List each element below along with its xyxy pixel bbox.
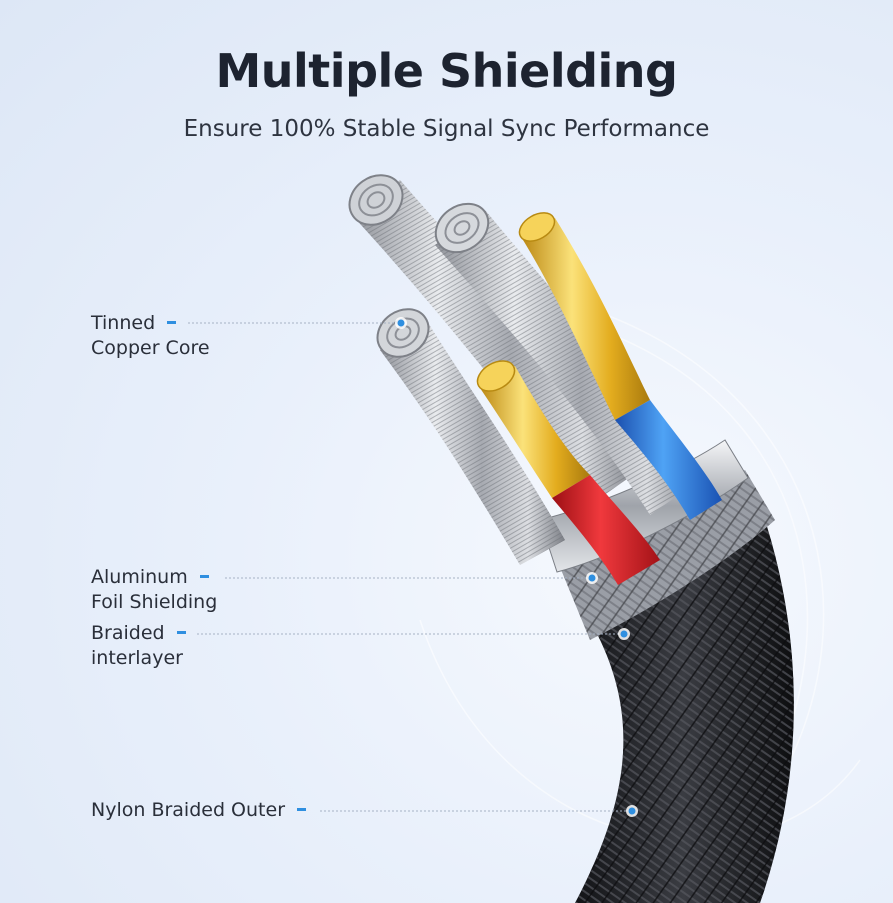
tick-mark (199, 575, 209, 578)
braided-interlayer (555, 470, 775, 640)
label-braided-line1: Braided (91, 622, 165, 644)
tinned-strand-bundle-1 (348, 174, 640, 505)
label-copper-core-line2: Copper Core (91, 337, 210, 359)
tick-mark (167, 321, 177, 324)
tick-mark (176, 631, 186, 634)
label-tinned-copper-core: Tinned Copper Core (91, 311, 210, 361)
tick-mark (297, 808, 307, 811)
leader-lines (188, 322, 630, 812)
label-braided-line2: interlayer (91, 647, 183, 669)
indicator-dots (395, 317, 638, 817)
dot-copper-core-center (397, 319, 405, 327)
page-subtitle: Ensure 100% Stable Signal Sync Performan… (183, 116, 710, 142)
label-aluminum-line1: Aluminum (91, 566, 188, 588)
red-wire (476, 360, 660, 585)
label-aluminum-foil-shielding: Aluminum Foil Shielding (91, 565, 217, 615)
label-nylon-line1: Nylon Braided Outer (91, 799, 286, 821)
label-aluminum-line2: Foil Shielding (91, 591, 218, 613)
label-nylon-braided-outer: Nylon Braided Outer (91, 798, 307, 823)
tinned-strand-bundle-3 (376, 308, 565, 565)
dot-nylon-outer-center (628, 807, 636, 815)
dot-braided-interlayer-center (620, 630, 628, 638)
dot-aluminum-foil-center (588, 574, 596, 582)
label-copper-core-line1: Tinned (91, 312, 156, 334)
blue-wire (518, 212, 722, 520)
label-braided-interlayer: Braided interlayer (91, 621, 186, 671)
page-title: Multiple Shielding (215, 44, 678, 98)
